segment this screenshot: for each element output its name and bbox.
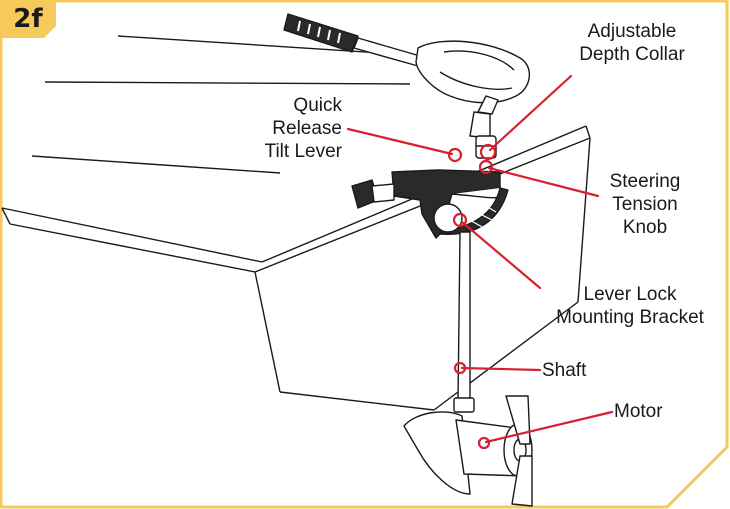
label-tilt-lever: Quick Release Tilt Lever (264, 95, 342, 162)
motor-pod (403, 395, 533, 507)
lower-shaft (457, 231, 471, 403)
label-motor: Motor (614, 401, 663, 422)
boat-hull (1, 35, 591, 411)
label-mounting-bracket: Lever Lock Mounting Bracket (556, 284, 704, 328)
upper-column (469, 111, 491, 139)
trolling-motor (283, 13, 533, 507)
tiller-handle (283, 13, 530, 115)
label-depth-collar: Adjustable Depth Collar (579, 21, 685, 65)
step-badge: 2f (13, 4, 43, 34)
mounting-bracket (351, 169, 509, 239)
step-badge-tab (0, 0, 56, 38)
callout-leaders (346, 74, 614, 450)
label-shaft: Shaft (542, 360, 587, 381)
label-steering-knob: Steering Tension Knob (609, 171, 681, 238)
